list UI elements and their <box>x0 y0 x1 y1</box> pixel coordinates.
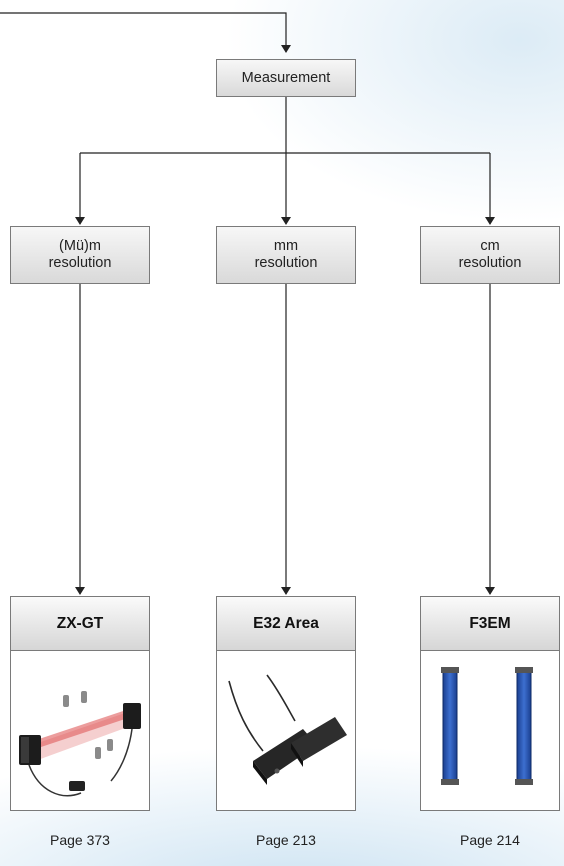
resolution-label-line2: resolution <box>48 255 112 271</box>
page-reference[interactable]: Page 373 <box>50 832 110 848</box>
resolution-label-line2: resolution <box>458 255 522 271</box>
resolution-label-line1: mm <box>273 238 299 254</box>
light-curtain-product-image <box>441 667 533 785</box>
resolution-node-um: (Mü)m resolution <box>10 226 150 284</box>
resolution-label-line2: resolution <box>254 255 318 271</box>
measurement-label: Measurement <box>241 69 331 86</box>
product-name: F3EM <box>421 597 559 651</box>
product-card-f3em[interactable]: F3EM <box>420 596 560 811</box>
laser-sensor-product-image <box>19 691 141 797</box>
page-reference[interactable]: Page 214 <box>460 832 520 848</box>
resolution-node-mm: mm resolution <box>216 226 356 284</box>
page-reference[interactable]: Page 213 <box>256 832 316 848</box>
product-card-e32-area[interactable]: E32 Area <box>216 596 356 811</box>
product-name: ZX-GT <box>11 597 149 651</box>
product-name: E32 Area <box>217 597 355 651</box>
resolution-label-line1: cm <box>480 238 500 254</box>
product-card-zx-gt[interactable]: ZX-GT <box>10 596 150 811</box>
measurement-node: Measurement <box>216 59 356 97</box>
incoming-line <box>0 12 291 53</box>
resolution-label-line1: (Mü)m <box>59 238 101 254</box>
fiber-area-sensor-product-image <box>228 674 347 785</box>
resolution-node-cm: cm resolution <box>420 226 560 284</box>
